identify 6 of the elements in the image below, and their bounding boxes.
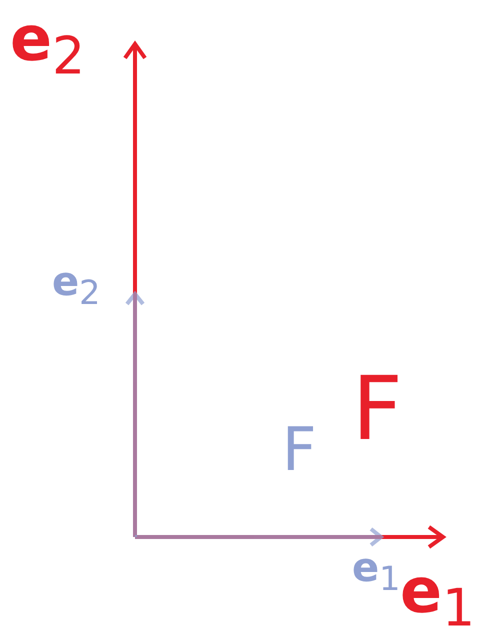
force-label: F (352, 365, 403, 453)
vector-label: e$_{1}$ (352, 548, 400, 596)
vector-label: e$_{2}$ (52, 262, 100, 310)
vector-label: e$_{1}$ (400, 560, 475, 631)
vector-label: e$_{2}$ (10, 8, 85, 84)
force-label: F (282, 420, 317, 480)
